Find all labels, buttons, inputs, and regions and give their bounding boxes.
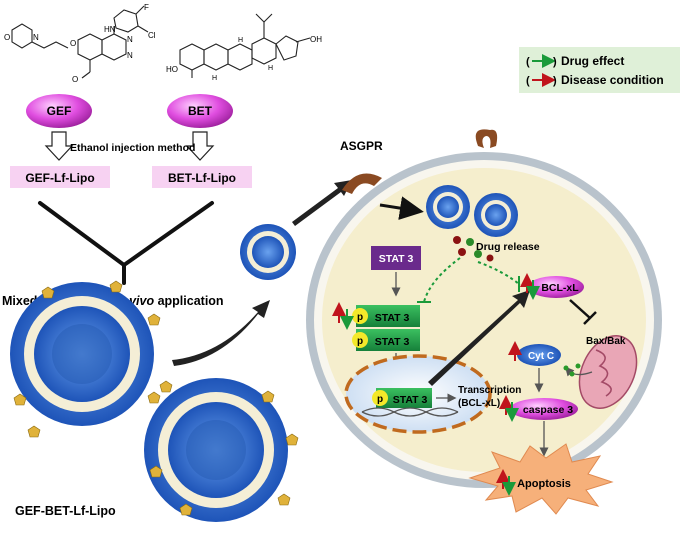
mito-to-cytc-arrow xyxy=(565,366,593,377)
pstat3-nucleus-label: STAT 3 xyxy=(393,394,428,406)
p-label-3: p xyxy=(377,394,383,405)
legend-paren-close-2: ) xyxy=(553,75,557,87)
bet-down-arrow xyxy=(185,131,215,161)
pstat3-box-1 xyxy=(356,305,420,327)
stat3-source-box xyxy=(371,246,421,270)
legend-drug-effect-label: Drug effect xyxy=(561,54,624,68)
gef-atom-n3: N xyxy=(33,33,39,42)
lactoferrin-ligands xyxy=(13,280,299,516)
drug-inhibits-stat3 xyxy=(423,257,461,303)
drug-inhibits-bclxl xyxy=(477,261,521,286)
released-drug-particles xyxy=(453,236,494,262)
bet-molecule-structure xyxy=(179,13,311,78)
internalized-liposome-2 xyxy=(474,193,518,237)
drug-release-label: Drug release xyxy=(476,241,540,253)
baxbak-label: Bax/Bak xyxy=(586,336,626,347)
pstat3-box-2 xyxy=(356,329,420,351)
legend-disease-condition-label: Disease condition xyxy=(561,73,664,87)
pstat3-label-1: STAT 3 xyxy=(375,312,410,324)
liposome-large-2 xyxy=(144,378,288,522)
dna-strand xyxy=(361,407,459,417)
transcription-label: Transcription xyxy=(458,385,521,396)
gef-atom-cl: Cl xyxy=(148,31,156,40)
gef-lipo-label: GEF-Lf-Lipo xyxy=(25,171,94,185)
p-marker-2 xyxy=(352,332,368,348)
gef-atom-n2: N xyxy=(127,51,133,60)
mixed-suffix: application xyxy=(154,294,223,308)
cytc-oval xyxy=(517,344,561,366)
gef-atom-o3: O xyxy=(4,33,10,42)
apoptosis-burst xyxy=(468,443,614,515)
gef-atom-o2: O xyxy=(72,75,78,84)
gef-atom-n1: N xyxy=(127,35,133,44)
legend-paren-open-1: ( xyxy=(526,56,530,68)
gef-drug-label: GEF xyxy=(47,104,72,118)
asgpr-receptor-2 xyxy=(475,129,498,148)
liposome-large-1 xyxy=(10,282,154,426)
bet-atom-h1: H xyxy=(212,75,217,82)
to-bclxl-arrow xyxy=(428,290,530,386)
gef-atom-hn: HN xyxy=(104,25,116,34)
legend-paren-close-1: ) xyxy=(553,56,557,68)
mitochondrion xyxy=(578,335,638,409)
merge-lines xyxy=(38,201,214,285)
caspase3-oval xyxy=(510,398,578,420)
bet-atom-h2: H xyxy=(238,37,243,44)
asgpr-receptor-1 xyxy=(342,173,382,194)
gef-molecule-structure xyxy=(11,5,149,79)
bet-drug-oval xyxy=(167,94,233,128)
bet-lipo-label: BET-Lf-Lipo xyxy=(168,171,236,185)
entry-arrow xyxy=(379,196,424,221)
p-marker-1 xyxy=(352,308,368,324)
gef-lipo-box xyxy=(10,166,110,188)
internalized-liposome-1 xyxy=(426,185,470,229)
gef-atom-o1: O xyxy=(70,39,76,48)
stat3-source-label: STAT 3 xyxy=(379,253,414,265)
cytc-label: Cyt C xyxy=(528,351,554,362)
pstat3-label-2: STAT 3 xyxy=(375,336,410,348)
bet-atom-h3: H xyxy=(268,65,273,72)
p-label-2: p xyxy=(357,336,363,347)
bet-drug-label: BET xyxy=(188,104,213,118)
bet-lipo-box xyxy=(152,166,252,188)
receptor-label: ASGPR xyxy=(340,139,383,153)
to-vivo-arrow xyxy=(172,300,270,366)
p-marker-3 xyxy=(372,390,388,406)
to-cell-arrow xyxy=(292,180,352,226)
apoptosis-label: Apoptosis xyxy=(517,478,571,490)
caspase3-label: caspase 3 xyxy=(523,404,573,416)
cytc-particles xyxy=(563,363,581,377)
transcription-target: (BCL-xL) xyxy=(458,398,500,409)
gef-atom-f: F xyxy=(144,3,149,12)
bet-atom-ho: HO xyxy=(166,65,178,74)
liposome-small xyxy=(240,224,296,280)
legend-paren-open-2: ( xyxy=(526,75,530,87)
p-label-1: p xyxy=(357,312,363,323)
method-label: Ethanol injection method xyxy=(70,142,195,154)
bclxl-inhibits-baxbak xyxy=(569,299,591,319)
gef-down-arrow xyxy=(44,131,74,161)
pstat3-nucleus-box xyxy=(376,388,432,408)
gef-drug-oval xyxy=(26,94,92,128)
bclxl-inhibits-bar xyxy=(583,311,597,325)
bclxl-label: BCL-xL xyxy=(541,282,579,294)
final-formulation-label: GEF-BET-Lf-Lipo xyxy=(15,504,116,518)
bclxl-oval xyxy=(528,276,584,298)
bet-atom-oh: OH xyxy=(310,35,322,44)
